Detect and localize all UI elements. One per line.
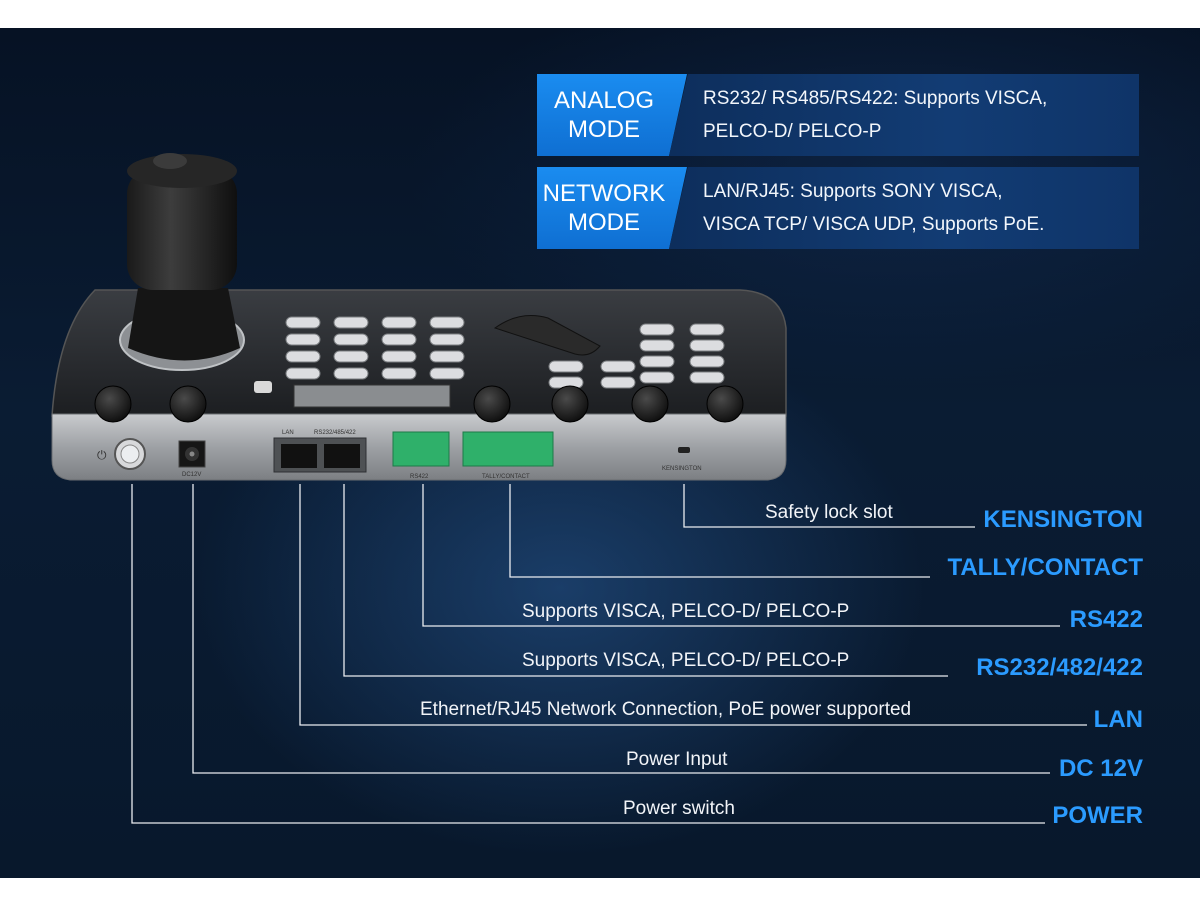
- product-banner: ANALOG MODE RS232/ RS485/RS422: Supports…: [0, 28, 1200, 878]
- keypad-button[interactable]: [689, 355, 725, 368]
- power-switch[interactable]: [114, 438, 146, 470]
- network-mode-row: NETWORK MODE LAN/RJ45: Supports SONY VIS…: [537, 167, 1139, 249]
- rs232-leader-line: [343, 484, 948, 677]
- analog-mode-desc-line1: RS232/ RS485/RS422: Supports VISCA,: [703, 88, 1048, 109]
- joystick[interactable]: [119, 153, 245, 371]
- network-mode-desc-line1: LAN/RJ45: Supports SONY VISCA,: [703, 181, 1003, 202]
- power-symbol-icon: ⏻: [97, 448, 107, 462]
- lan-title: LAN: [1093, 706, 1143, 733]
- keypad-button[interactable]: [285, 350, 321, 363]
- kensington-slot: [678, 447, 690, 453]
- network-mode-description: LAN/RJ45: Supports SONY VISCA, VISCA TCP…: [669, 167, 1139, 249]
- kensington-leader-line: [683, 484, 975, 528]
- keypad-button[interactable]: [639, 355, 675, 368]
- tally-contact-title: TALLY/CONTACT: [947, 554, 1143, 581]
- analog-mode-description: RS232/ RS485/RS422: Supports VISCA, PELC…: [669, 74, 1139, 156]
- keypad-button[interactable]: [639, 339, 675, 352]
- analog-mode-row: ANALOG MODE RS232/ RS485/RS422: Supports…: [537, 74, 1139, 156]
- dc-leader-line: [192, 484, 1050, 774]
- rs422-leader-line: [422, 484, 1060, 627]
- analog-mode-desc-line2: PELCO-D/ PELCO-P: [703, 121, 882, 142]
- network-mode-tag-line2: MODE: [568, 209, 640, 236]
- keypad-button[interactable]: [333, 367, 369, 380]
- keypad-button[interactable]: [429, 333, 465, 346]
- power-title: POWER: [1052, 802, 1143, 829]
- kensington-title: KENSINGTON: [983, 506, 1143, 533]
- keypad-button[interactable]: [429, 350, 465, 363]
- lan-description: Ethernet/RJ45 Network Connection, PoE po…: [420, 699, 912, 720]
- control-knob[interactable]: [94, 385, 132, 423]
- keypad-button[interactable]: [429, 316, 465, 329]
- lcd-display: [293, 384, 451, 408]
- knob-row: [94, 385, 744, 423]
- leader-lines: [131, 484, 1087, 824]
- rs232-485-422-port[interactable]: [324, 444, 360, 468]
- keypad-button[interactable]: [333, 316, 369, 329]
- keypad-button[interactable]: [333, 350, 369, 363]
- keypad-button[interactable]: [381, 333, 417, 346]
- keypad-button[interactable]: [689, 323, 725, 336]
- tally-leader-line: [509, 484, 930, 578]
- rs232-title: RS232/482/422: [976, 654, 1143, 681]
- keypad-button[interactable]: [689, 371, 725, 384]
- power-description: Power switch: [623, 798, 735, 819]
- control-knob[interactable]: [706, 385, 744, 423]
- keypad-button[interactable]: [548, 360, 584, 373]
- lan-port-label: LAN: [282, 430, 294, 436]
- analog-mode-tag-line2: MODE: [568, 116, 640, 143]
- analog-mode-tag-line1: ANALOG: [553, 87, 655, 114]
- setup-button[interactable]: [254, 381, 272, 393]
- kensington-slot-label: KENSINGTON: [662, 466, 702, 472]
- keypad-button[interactable]: [600, 376, 636, 389]
- keypad: [285, 315, 725, 389]
- keypad-button[interactable]: [381, 350, 417, 363]
- keypad-button[interactable]: [429, 367, 465, 380]
- keypad-button[interactable]: [639, 323, 675, 336]
- dc-jack-label: DC12V: [182, 472, 201, 478]
- keypad-button[interactable]: [381, 316, 417, 329]
- rs422-terminal-label: RS422: [410, 474, 429, 480]
- rs232-description: Supports VISCA, PELCO-D/ PELCO-P: [522, 650, 850, 671]
- keypad-button[interactable]: [639, 371, 675, 384]
- keypad-button[interactable]: [285, 333, 321, 346]
- control-knob[interactable]: [551, 385, 589, 423]
- network-mode-tag-line1: NETWORK: [542, 180, 666, 207]
- keypad-button[interactable]: [689, 339, 725, 352]
- rs422-title: RS422: [1069, 606, 1143, 633]
- lan-leader-line: [299, 484, 1087, 726]
- network-mode-desc-line2: VISCA TCP/ VISCA UDP, Supports PoE.: [703, 214, 1045, 235]
- power-leader-line: [131, 484, 1045, 824]
- network-mode-tag: NETWORK MODE: [537, 167, 687, 249]
- zoom-rocker[interactable]: [493, 315, 601, 356]
- tally-contact-terminal-block[interactable]: [462, 431, 554, 467]
- tally-terminal-label: TALLY/CONTACT: [482, 474, 530, 480]
- keypad-button[interactable]: [333, 333, 369, 346]
- keypad-button[interactable]: [600, 360, 636, 373]
- keypad-button[interactable]: [381, 367, 417, 380]
- dc-jack: [178, 440, 206, 468]
- rs232-port-label: RS232/485/422: [314, 430, 356, 436]
- keypad-button[interactable]: [285, 367, 321, 380]
- dc-title: DC 12V: [1058, 755, 1143, 782]
- analog-mode-tag: ANALOG MODE: [537, 74, 687, 156]
- kensington-description: Safety lock slot: [765, 502, 893, 523]
- rs422-terminal-block[interactable]: [392, 431, 450, 467]
- control-knob[interactable]: [473, 385, 511, 423]
- control-knob[interactable]: [631, 385, 669, 423]
- rs422-description: Supports VISCA, PELCO-D/ PELCO-P: [522, 601, 850, 622]
- dc-description: Power Input: [626, 749, 728, 770]
- lan-port[interactable]: [281, 444, 317, 468]
- ptz-controller-illustration: ⏻ DC12V LAN RS232/485/422 RS422 TALLY/CO…: [51, 153, 1087, 824]
- keypad-button[interactable]: [285, 316, 321, 329]
- control-knob[interactable]: [169, 385, 207, 423]
